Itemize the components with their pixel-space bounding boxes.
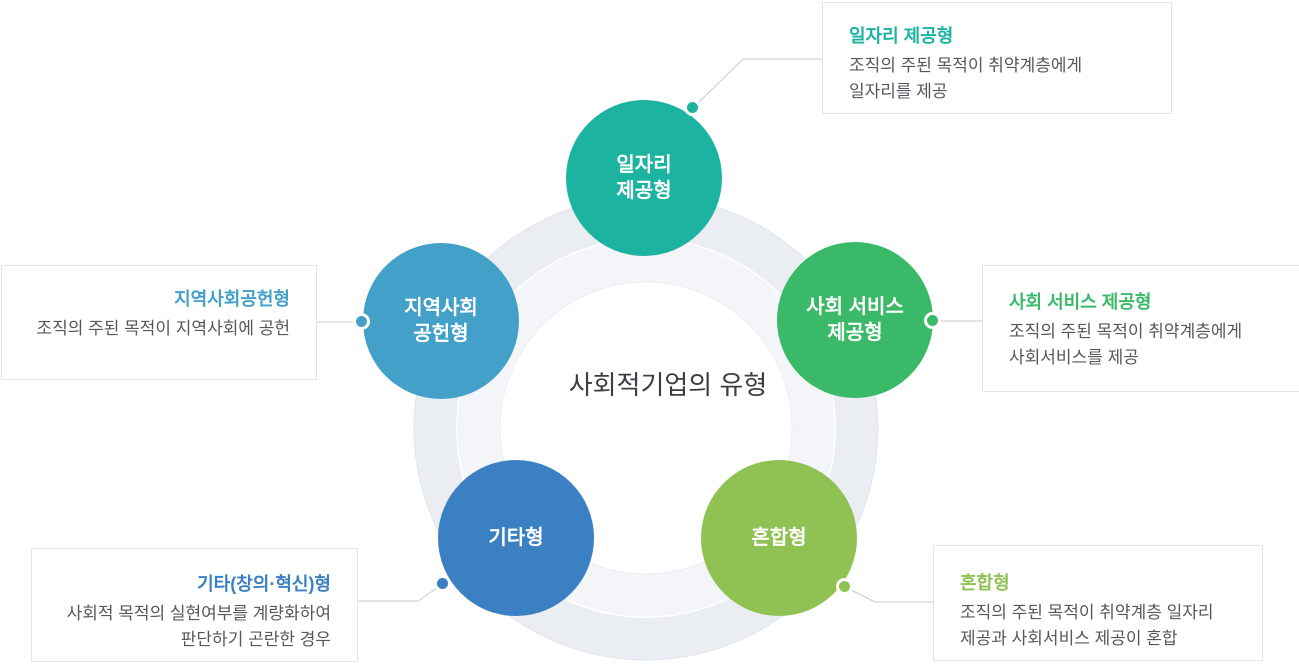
connector-dot-mixed xyxy=(836,578,853,595)
connector-dot-other xyxy=(434,575,451,592)
connector-dot-social-service xyxy=(924,312,941,329)
connector-line-other xyxy=(358,583,444,602)
diagram-center-title: 사회적기업의 유형 xyxy=(568,370,768,400)
connector-dot-job-provision xyxy=(684,99,701,116)
node-other: 기타형 xyxy=(438,460,594,616)
callout-social-service: 사회 서비스 제공형 조직의 주된 목적이 취약계층에게 사회서비스를 제공 xyxy=(982,265,1299,392)
callout-other-title: 기타(창의·혁신)형 xyxy=(197,574,331,594)
node-social-service: 사회 서비스 제공형 xyxy=(777,242,933,398)
callout-community: 지역사회공헌형 조직의 주된 목적이 지역사회에 공헌 xyxy=(1,265,317,380)
ring-inner-edge xyxy=(499,281,793,575)
callout-job-provision-body: 조직의 주된 목적이 취약계층에게 일자리를 제공 xyxy=(849,56,1083,101)
connector-line-job-provision xyxy=(692,58,822,109)
callout-social-service-body: 조직의 주된 목적이 취약계층에게 사회서비스를 제공 xyxy=(1009,322,1243,367)
node-community-label: 지역사회 공헌형 xyxy=(404,296,478,345)
node-mixed: 혼합형 xyxy=(701,460,857,616)
callout-other: 기타(창의·혁신)형 사회적 목적의 실현여부를 계량화하여 판단하기 곤란한 … xyxy=(31,548,358,662)
connector-lines xyxy=(317,58,982,603)
node-job-provision: 일자리 제공형 xyxy=(566,100,722,256)
callout-job-provision-title: 일자리 제공형 xyxy=(849,26,954,46)
connector-dot-community xyxy=(353,313,370,330)
node-mixed-label: 혼합형 xyxy=(751,526,807,549)
ring-inner-band xyxy=(457,239,835,617)
connector-line-mixed xyxy=(844,586,933,603)
node-community: 지역사회 공헌형 xyxy=(363,243,519,399)
callout-job-provision: 일자리 제공형 조직의 주된 목적이 취약계층에게 일자리를 제공 xyxy=(822,2,1172,114)
callout-mixed: 혼합형 조직의 주된 목적이 취약계층 일자리 제공과 사회서비스 제공이 혼합 xyxy=(933,545,1263,661)
node-other-label: 기타형 xyxy=(488,526,544,549)
callout-community-title: 지역사회공헌형 xyxy=(174,289,290,309)
callout-social-service-title: 사회 서비스 제공형 xyxy=(1009,292,1152,312)
node-job-provision-label: 일자리 제공형 xyxy=(616,153,672,202)
callout-community-body: 조직의 주된 목적이 지역사회에 공헌 xyxy=(36,319,291,338)
callout-other-body: 사회적 목적의 실현여부를 계량화하여 판단하기 곤란한 경우 xyxy=(66,604,331,649)
node-social-service-label: 사회 서비스 제공형 xyxy=(806,295,904,344)
callout-mixed-body: 조직의 주된 목적이 취약계층 일자리 제공과 사회서비스 제공이 혼합 xyxy=(960,603,1214,648)
callout-mixed-title: 혼합형 xyxy=(960,573,1010,593)
